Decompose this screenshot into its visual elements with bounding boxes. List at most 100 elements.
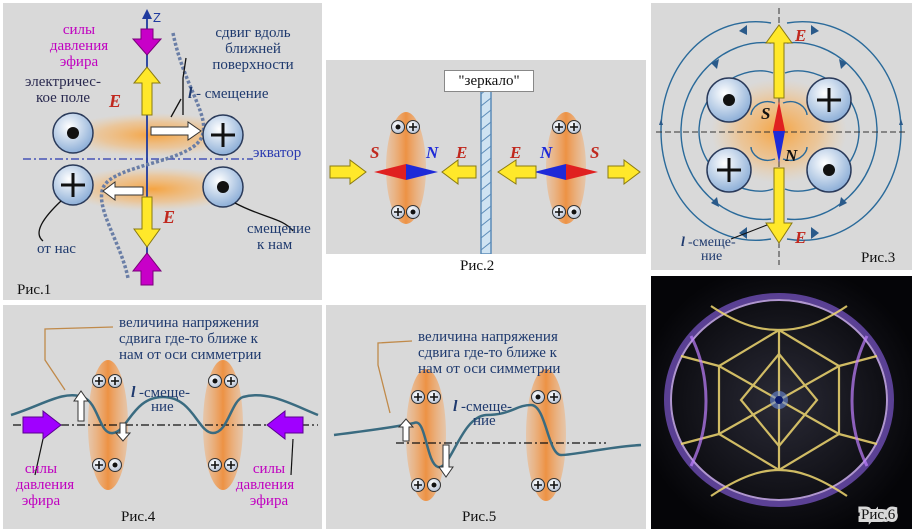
toward-label-line1: смещение (247, 221, 311, 237)
left-charges-bottom (92, 458, 122, 472)
shift-arrow-down (114, 422, 132, 442)
right-charges-top (208, 374, 238, 388)
field-arrowheads (659, 25, 903, 239)
mirror-label-box: "зеркало" (444, 70, 534, 92)
right-pressure-line2: давления (236, 477, 294, 493)
glowing-sphere (664, 293, 894, 507)
charge-plus-lower-left (52, 164, 94, 206)
e-label-bottom: E (162, 207, 175, 227)
l-shift-label-line1: -смеще- (461, 399, 512, 415)
leader-l-shift (170, 98, 182, 118)
stress-label-line2: сдвига где-то ближе к (418, 345, 558, 361)
equator-label: экватор (253, 145, 301, 161)
shift-curve (99, 32, 206, 279)
right-charges-top (552, 120, 581, 134)
shift-label-line2: ближней (225, 41, 281, 57)
e-field-arrow-top (765, 24, 793, 99)
e-label-left: E (455, 143, 467, 162)
n-label-right: N (539, 143, 553, 162)
l-shift-label-line1: -смеще- (688, 235, 736, 250)
l-shift-symbol: l (681, 235, 685, 250)
arrow-right-to-mirror (497, 159, 537, 185)
right-charges-top (531, 390, 561, 404)
shift-arrow-down (438, 444, 454, 478)
arrow-right-outgoing (607, 159, 641, 185)
l-shift-symbol: l (131, 384, 136, 401)
s-label-left: S (370, 143, 379, 162)
charge-dot-upper-left (52, 112, 94, 154)
figure-4: величина напряжения сдвига где-то ближе … (3, 305, 322, 529)
e-label-top: E (794, 26, 806, 45)
figure-5: величина напряжения сдвига где-то ближе … (326, 305, 646, 529)
leader-l-shift (730, 224, 768, 240)
left-charges-top (92, 374, 122, 388)
stress-label-line1: величина напряжения (119, 315, 259, 331)
left-pressure-line2: давления (16, 477, 74, 493)
figure-5-caption: Рис.5 (462, 509, 496, 525)
l-shift-label-line2: ние (473, 413, 496, 429)
z-axis-label: Z (153, 10, 161, 25)
figure-4-caption: Рис.4 (121, 509, 156, 525)
figure-6-caption: Рис.6 (861, 507, 896, 523)
left-charges-bottom (411, 478, 441, 492)
n-label-left: N (425, 143, 439, 162)
leader-shift (182, 57, 187, 115)
left-charges-top (391, 120, 420, 134)
shift-label-line1: сдвиг вдоль (215, 25, 290, 41)
ether-pressure-arrow-right (266, 409, 304, 441)
stress-label-line3: нам от оси симметрии (418, 361, 560, 377)
magnetic-needle (773, 101, 785, 163)
right-pressure-line1: силы (253, 461, 285, 477)
left-charge-oval (88, 360, 128, 490)
left-pressure-line3: эфира (22, 493, 61, 509)
away-label: от нас (37, 241, 76, 257)
figure-6: Рис.6 (651, 276, 912, 529)
pressure-label-line3: эфира (60, 54, 99, 70)
leader-stress (377, 340, 413, 414)
z-axis-arrowhead (142, 9, 152, 19)
right-charges-bottom (552, 205, 581, 219)
left-charges-bottom (391, 205, 420, 219)
l-shift-label-line2: ние (701, 249, 722, 264)
efield-label-line2: кое поле (36, 90, 90, 106)
e-label-right: E (509, 143, 521, 162)
l-shift-label: - смещение (196, 86, 269, 102)
shift-arrow-up (397, 418, 415, 442)
shift-arrow-left (102, 181, 144, 201)
e-field-arrow-bottom (765, 167, 793, 244)
stress-label-line1: величина напряжения (418, 329, 558, 345)
leader-left-pressure (34, 438, 44, 476)
figure-2-caption: Рис.2 (460, 258, 495, 274)
leader-stress (44, 326, 114, 391)
e-field-arrow-bottom (133, 196, 161, 248)
charge-dot-lower-right (806, 147, 852, 193)
right-charges-bottom (208, 458, 238, 472)
right-charges-bottom (531, 478, 561, 492)
figure-1: Z (3, 3, 322, 300)
shift-arrow-up (73, 390, 89, 422)
figure-3: E E S N l -смеще- ние Рис.3 (651, 3, 912, 270)
glow-lower (63, 167, 243, 211)
ether-pressure-arrow-bottom (131, 252, 163, 286)
leader-right-pressure (290, 438, 294, 476)
shift-wave (333, 403, 642, 469)
charge-dot-upper-left (706, 77, 752, 123)
left-charge-oval (406, 369, 446, 501)
pressure-label-line1: силы (63, 22, 95, 38)
e-label-top: E (108, 91, 121, 111)
shift-arrow-right (150, 121, 202, 141)
leader-toward (234, 202, 294, 232)
charge-dot-lower-right (202, 166, 244, 208)
left-charges-top (411, 390, 441, 404)
s-label-right: S (590, 143, 599, 162)
pressure-label-line2: давления (50, 38, 108, 54)
ether-pressure-arrow-top (131, 28, 163, 56)
left-pressure-line1: силы (25, 461, 57, 477)
l-shift-symbol: l (188, 85, 193, 102)
charge-plus-upper-right (806, 77, 852, 123)
charge-plus-upper-right (202, 114, 244, 156)
stress-label-line2: сдвига где-то ближе к (119, 331, 259, 347)
l-shift-label-line1: -смеще- (139, 385, 190, 401)
figure-1-caption: Рис.1 (17, 282, 51, 298)
n-label: N (784, 146, 798, 165)
